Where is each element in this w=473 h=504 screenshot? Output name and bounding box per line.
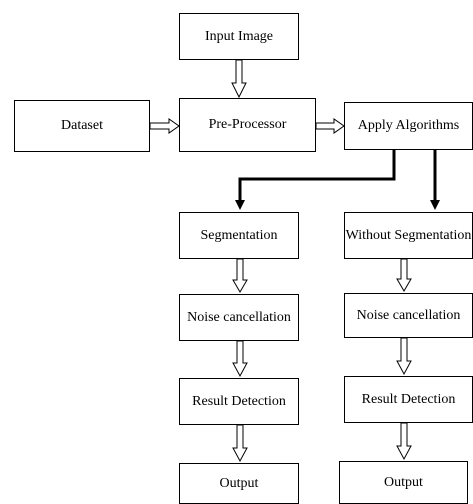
- arrow-input-to-preprocessor: [231, 59, 247, 99]
- arrow-dataset-to-preprocessor: [149, 118, 180, 134]
- node-pre-processor: Pre-Processor: [179, 98, 316, 152]
- node-apply-algorithms: Apply Algorithms: [344, 102, 473, 150]
- node-result-detection-right: Result Detection: [344, 376, 473, 423]
- node-without-segmentation: Without Segmentation: [344, 212, 473, 259]
- node-output-left: Output: [179, 463, 299, 504]
- arrow-without-segmentation-to-noise-right: [396, 258, 412, 292]
- arrow-segmentation-to-noise-left: [232, 258, 248, 293]
- node-noise-cancellation-right: Noise cancellation: [344, 293, 473, 338]
- node-result-detection-left: Result Detection: [179, 378, 299, 425]
- node-segmentation: Segmentation: [179, 212, 299, 259]
- node-input-image: Input Image: [179, 13, 299, 60]
- node-output-right: Output: [339, 461, 468, 504]
- node-dataset: Dataset: [14, 100, 150, 152]
- arrow-preprocessor-to-apply: [315, 118, 345, 134]
- arrow-noise-left-to-result-left: [232, 340, 248, 378]
- arrow-result-left-to-output-left: [232, 424, 248, 463]
- node-noise-cancellation-left: Noise cancellation: [179, 294, 299, 341]
- arrow-apply-to-segmentation: [235, 150, 396, 210]
- arrow-noise-right-to-result-right: [396, 337, 412, 376]
- arrow-result-right-to-output-right: [396, 422, 412, 461]
